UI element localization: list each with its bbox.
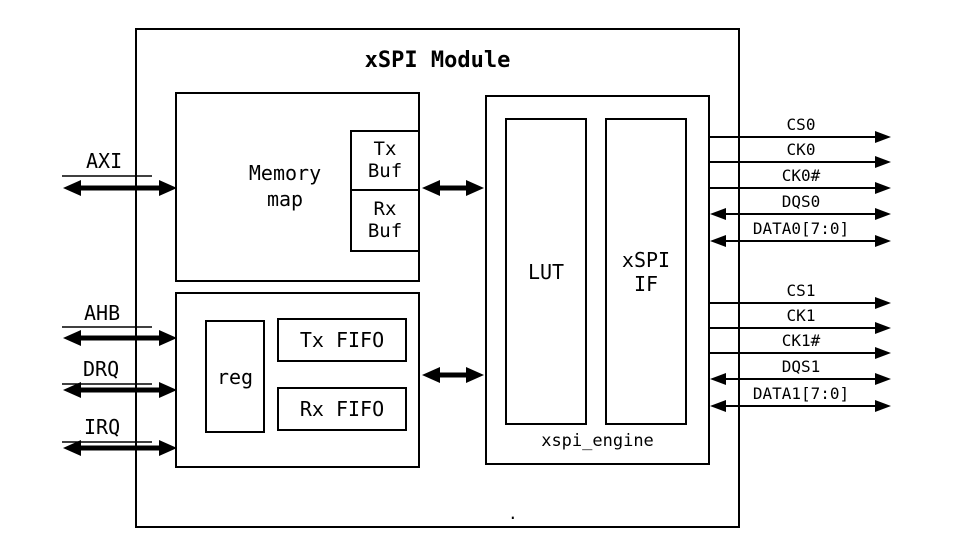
module-title: xSPI Module	[364, 48, 511, 73]
signal-label-ck0n: CK0#	[781, 166, 821, 185]
xspi-module-box	[135, 28, 740, 528]
signal-label-data1: DATA1[7:0]	[752, 384, 850, 403]
signal-label-dqs1: DQS1	[781, 357, 821, 376]
tx-fifo-label: Tx FIFO	[299, 328, 385, 352]
signal-label-data0: DATA0[7:0]	[752, 219, 850, 238]
stray-dot: .	[508, 504, 518, 523]
signal-label-ck1: CK1	[786, 306, 816, 325]
xspi-if-box: xSPI IF	[605, 118, 687, 425]
tx-buf-label: Tx Buf	[367, 137, 403, 182]
signal-label-ck0: CK0	[786, 140, 816, 159]
tx-buf-cell: Tx Buf	[352, 132, 418, 191]
xspi-engine-label: xspi_engine	[541, 431, 654, 451]
port-label-drq: DRQ	[83, 357, 120, 381]
signal-label-cs0: CS0	[786, 115, 816, 134]
port-label-axi: AXI	[86, 149, 123, 173]
reg-label: reg	[216, 364, 254, 389]
memory-map-label: Memory map	[248, 161, 322, 212]
signal-label-cs1: CS1	[786, 281, 816, 300]
signal-label-ck1n: CK1#	[781, 331, 821, 350]
tx-fifo-box: Tx FIFO	[277, 318, 407, 362]
xspi-engine-box	[485, 95, 710, 465]
signal-label-dqs0: DQS0	[781, 192, 821, 211]
port-label-irq: IRQ	[84, 415, 121, 439]
reg-box: reg	[205, 320, 265, 433]
xspi-if-label: xSPI IF	[621, 247, 671, 296]
rx-buf-cell: Rx Buf	[352, 191, 418, 250]
rx-fifo-label: Rx FIFO	[299, 397, 385, 421]
buffer-box: Tx Buf Rx Buf	[350, 130, 420, 252]
rx-buf-label: Rx Buf	[367, 197, 403, 242]
rx-fifo-box: Rx FIFO	[277, 387, 407, 431]
port-label-ahb: AHB	[84, 301, 121, 325]
lut-box: LUT	[505, 118, 587, 425]
control-block-box	[175, 292, 420, 468]
lut-label: LUT	[527, 259, 565, 284]
